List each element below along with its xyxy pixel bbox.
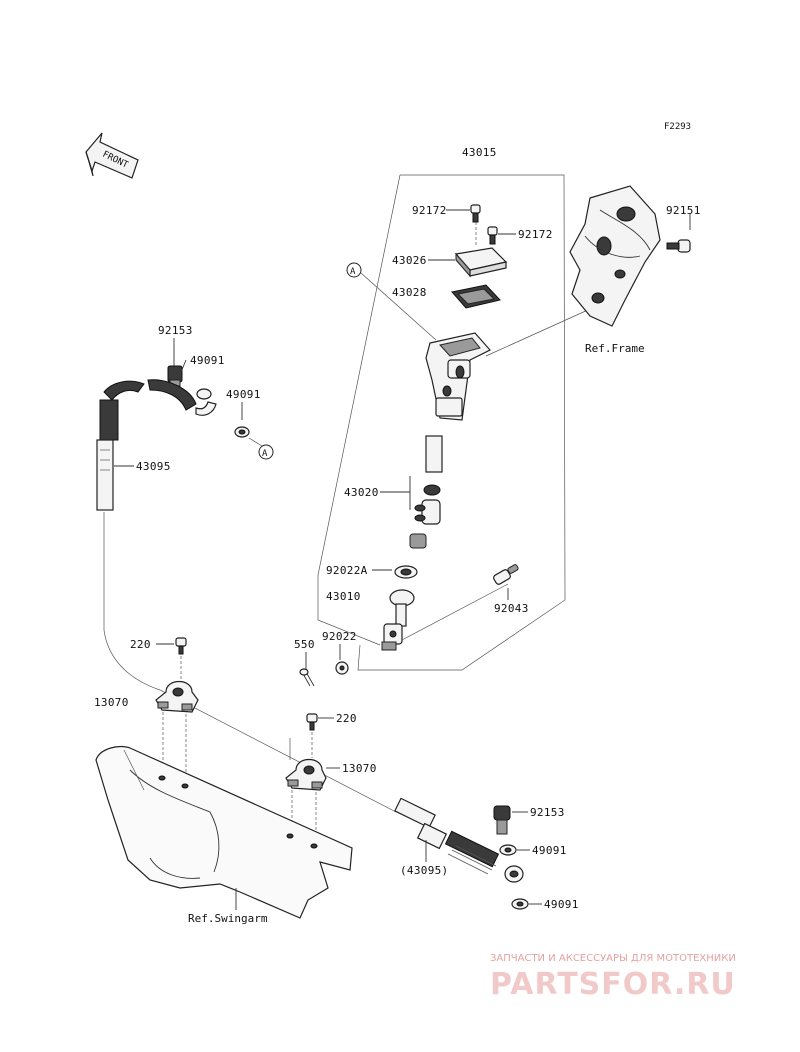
part-43020-label: 43020 [344,486,379,499]
screw-220-a [175,637,187,655]
part-92172-label-a: 92172 [412,204,447,217]
pin-92043 [493,564,519,585]
front-arrow-icon: FRONT [85,132,139,179]
part-49091-label-b: 49091 [226,388,261,401]
part-92153-label-bottom: 92153 [530,806,565,819]
bolt-92151 [666,239,691,253]
reservoir-cap-43026 [454,247,508,278]
screw-92172-a [470,204,481,223]
part-43028-label: 43028 [392,286,427,299]
cotter-pin-550 [299,668,315,687]
washer-49091-d [511,898,529,910]
washer-49091-b [234,426,250,438]
part-220-label-a: 220 [130,638,151,651]
diaphragm-43028 [451,284,501,309]
banjo-bolt-92153-bottom [493,805,511,835]
part-43026-label: 43026 [392,254,427,267]
swingarm [95,745,353,919]
spring-43020 [425,435,443,473]
circlip-92022A [394,565,418,579]
master-cylinder-bracket [317,174,566,671]
part-220-label-b: 220 [336,712,357,725]
svg-text:A: A [350,267,356,277]
screw-92172-b [487,226,498,245]
clip-92022 [335,661,349,675]
hose-upper [96,379,217,511]
part-49091-label-c: 49091 [532,844,567,857]
clamp-13070-b [285,758,327,791]
callout-a-lower: A [258,444,274,460]
screw-220-b [306,713,318,731]
frame-bracket [569,185,661,327]
part-49091-label-d: 49091 [544,898,579,911]
part-92153-label-top: 92153 [158,324,193,337]
callout-a-upper: A [346,262,362,278]
part-13070-label-a: 13070 [94,696,129,709]
part-43015-label: 43015 [462,146,497,159]
part-43095-label: 43095 [136,460,171,473]
part-92172-label-b: 92172 [518,228,553,241]
part-92151-label: 92151 [666,204,701,217]
washer-49091-c [499,844,517,856]
part-92022A-label: 92022A [326,564,368,577]
part-92022-label: 92022 [322,630,357,643]
diagram-code: F2293 [664,122,691,132]
part-13070-label-b: 13070 [342,762,377,775]
part-49091-label-a: 49091 [190,354,225,367]
pushrod-43010 [381,589,415,651]
hose-lower [394,797,524,883]
part-92043-label: 92043 [494,602,529,615]
part-550-label: 550 [294,638,315,651]
ref-swingarm-label: Ref.Swingarm [188,912,268,925]
part-43010-label: 43010 [326,590,361,603]
clamp-13070-a [155,680,199,713]
watermark-brand-logo: PARTSFOR.RU [490,967,736,1002]
master-cylinder-body [425,332,491,421]
part-43095-ref-label: (43095) [400,864,448,877]
svg-text:A: A [262,449,268,459]
piston-43020 [409,484,441,549]
watermark-tagline: ЗАПЧАСТИ И АКСЕССУАРЫ ДЛЯ МОТОТЕХНИКИ [490,953,736,964]
ref-frame-label: Ref.Frame [585,342,645,355]
